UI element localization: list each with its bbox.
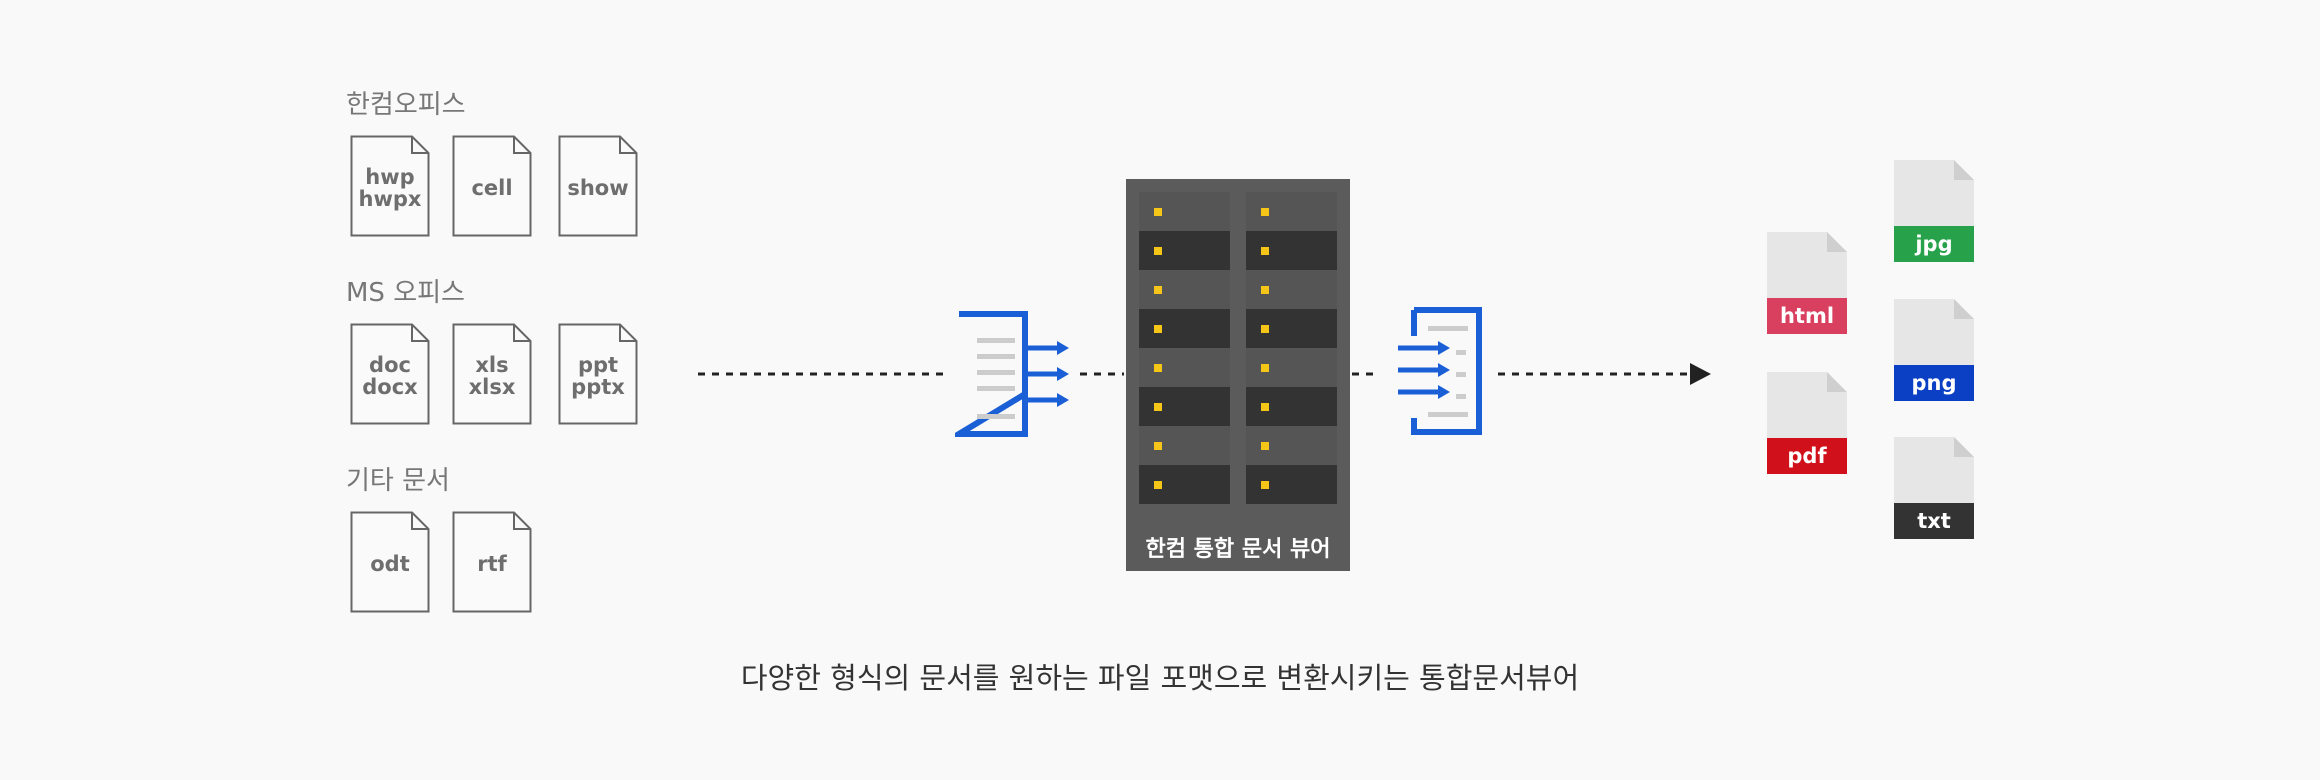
file-format-line: hwpx [358, 187, 422, 211]
group-label-other: 기타 문서 [346, 466, 450, 496]
server-led-icon [1154, 325, 1162, 333]
server-slot [1246, 270, 1337, 309]
file-format-line: cell [471, 176, 513, 200]
output-file-html: html [1767, 232, 1847, 334]
file-format-line: xls [475, 353, 509, 377]
server-led-icon [1261, 364, 1269, 372]
document-viewer-server: 한컴 통합 문서 뷰어 [1126, 179, 1350, 571]
server-slot [1139, 426, 1230, 465]
document-arrows-out-icon [955, 311, 1069, 437]
server-led-icon [1261, 325, 1269, 333]
file-format-label: odt [350, 511, 430, 613]
server-led-icon [1261, 442, 1269, 450]
file-format-line: odt [370, 552, 410, 576]
server-slot [1246, 231, 1337, 270]
file-page-icon: show [558, 135, 638, 237]
format-badge: png [1894, 365, 1974, 401]
server-slot [1139, 309, 1230, 348]
file-format-label: show [558, 135, 638, 237]
file-format-line: show [567, 176, 629, 200]
file-page-icon: cell [452, 135, 532, 237]
server-slot [1246, 309, 1337, 348]
server-slot [1246, 426, 1337, 465]
group-label-ms: MS 오피스 [346, 278, 465, 308]
file-format-label: cell [452, 135, 532, 237]
server-label: 한컴 통합 문서 뷰어 [1145, 537, 1331, 562]
output-file-jpg: jpg [1894, 160, 1974, 262]
server-slot [1139, 270, 1230, 309]
file-page-icon: rtf [452, 511, 532, 613]
arrowhead-icon [1690, 363, 1711, 385]
file-format-line: ppt [577, 353, 619, 377]
server-led-icon [1154, 403, 1162, 411]
server-led-icon [1154, 442, 1162, 450]
output-file-pdf: pdf [1767, 372, 1847, 474]
server-led-icon [1154, 364, 1162, 372]
server-slot [1246, 192, 1337, 231]
output-file-txt: txt [1894, 437, 1974, 539]
server-led-icon [1261, 208, 1269, 216]
server-slot [1139, 231, 1230, 270]
document-arrows-in-icon [1398, 307, 1482, 435]
server-slot [1139, 192, 1230, 231]
format-badge: pdf [1767, 438, 1847, 474]
server-slot [1246, 387, 1337, 426]
server-slot [1246, 465, 1337, 504]
file-format-line: xlsx [468, 375, 516, 399]
file-format-line: docx [362, 375, 418, 399]
server-led-icon [1154, 286, 1162, 294]
server-led-icon [1261, 403, 1269, 411]
output-file-png: png [1894, 299, 1974, 401]
group-label-hancom: 한컴오피스 [346, 90, 466, 120]
server-led-icon [1154, 247, 1162, 255]
server-led-icon [1154, 208, 1162, 216]
server-slot [1139, 465, 1230, 504]
file-format-line: hwp [365, 165, 415, 189]
server-slot [1139, 387, 1230, 426]
file-format-line: doc [369, 353, 411, 377]
file-format-line: pptx [571, 375, 625, 399]
server-led-icon [1261, 481, 1269, 489]
file-page-icon: odt [350, 511, 430, 613]
format-badge: jpg [1894, 226, 1974, 262]
server-led-icon [1261, 286, 1269, 294]
format-badge: txt [1894, 503, 1974, 539]
server-slot [1246, 348, 1337, 387]
server-led-icon [1261, 247, 1269, 255]
file-format-label: rtf [452, 511, 532, 613]
format-badge: html [1767, 298, 1847, 334]
file-format-line: rtf [477, 552, 507, 576]
server-led-icon [1154, 481, 1162, 489]
server-slots [1139, 192, 1337, 504]
diagram-caption: 다양한 형식의 문서를 원하는 파일 포맷으로 변환시키는 통합문서뷰어 [740, 661, 1580, 695]
server-slot [1139, 348, 1230, 387]
